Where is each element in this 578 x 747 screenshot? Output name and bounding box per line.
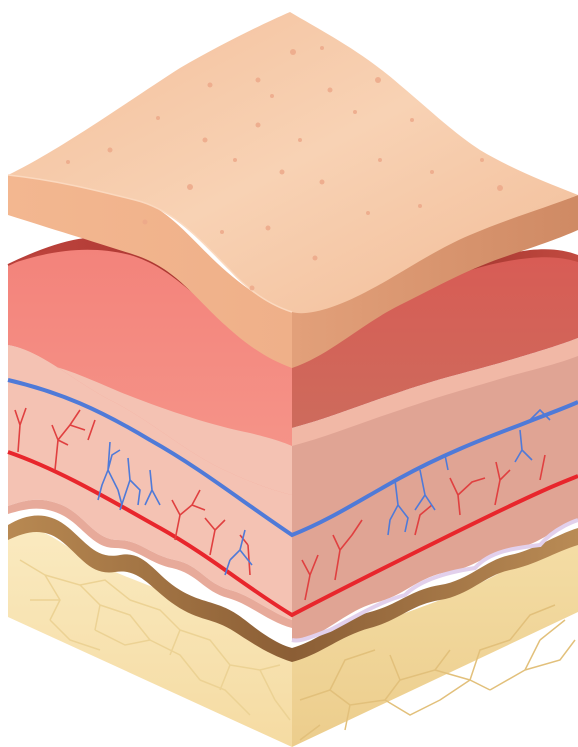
skin-layers-diagram (0, 0, 578, 747)
